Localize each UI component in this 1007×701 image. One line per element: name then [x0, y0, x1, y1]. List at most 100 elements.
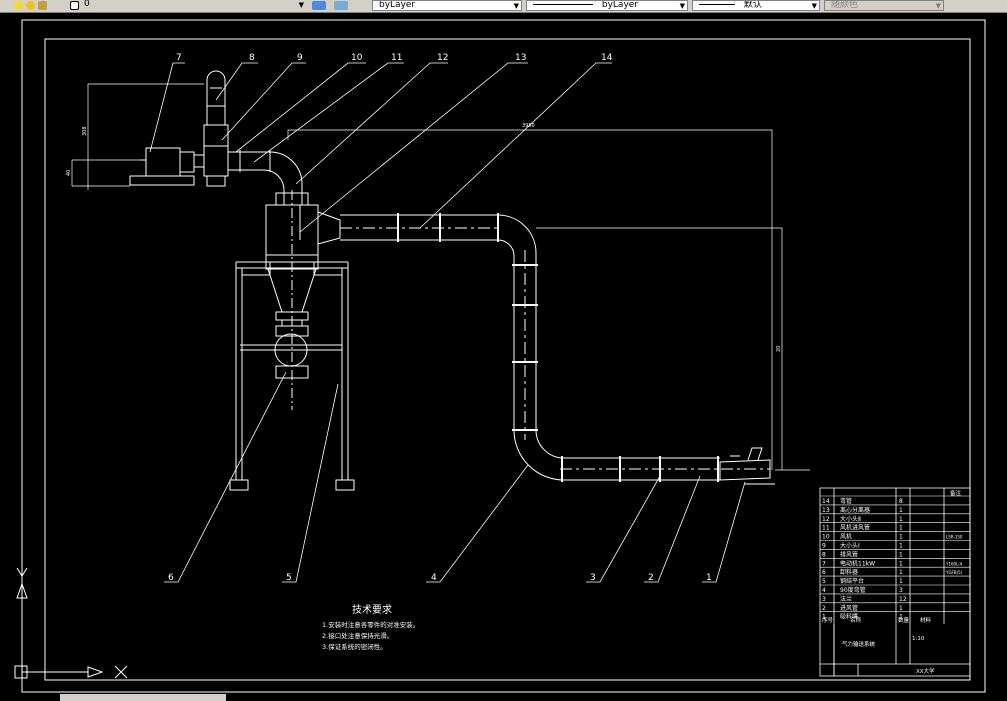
layer-dropdown[interactable]: 0 ▼ [82, 0, 306, 11]
drawing-border [44, 38, 971, 681]
color-control-value: byLayer [379, 0, 416, 10]
leader-label: 4 [431, 573, 437, 583]
bom-cell-qty: 1 [899, 543, 903, 550]
leader-lines-bottom [164, 371, 746, 583]
layer-color-icon[interactable] [70, 1, 79, 10]
bom-cell-no: 3 [822, 596, 826, 603]
chevron-down-icon[interactable]: ▼ [811, 2, 817, 10]
tech-note-item: 3.保证系统的密闭性。 [322, 642, 387, 651]
suction-nozzle [719, 447, 775, 485]
bom-cell-name: 钢结平台 [840, 577, 864, 585]
bom-cell-name: 弯管 [840, 497, 852, 505]
bom-header-no: 序号 [822, 616, 834, 624]
lock-icon[interactable] [38, 1, 47, 10]
bom-cell-qty: 1 [899, 569, 903, 576]
bom-cell-name: 电动机11kW [840, 559, 875, 567]
lineweight-control-value: 默认 [743, 0, 762, 10]
bom-header-note: 备注 [950, 489, 962, 497]
layer-tool-icon[interactable] [312, 1, 326, 10]
bom-cell-name: 离心分离器 [840, 506, 870, 514]
cad-toolbar: 0 ▼ byLayer ▼ byLayer ▼ 默认 ▼ 随颜色 ▼ [0, 0, 1007, 13]
leader-label: 2 [648, 573, 654, 583]
bom-cell-qty: 1 [899, 614, 903, 621]
bom-cell-qty: 3 [899, 587, 903, 594]
dimension-lines [71, 83, 810, 471]
bom-cell-qty: 1 [899, 534, 903, 541]
bom-table [819, 487, 971, 677]
plotstyle-control-value: 随颜色 [831, 0, 859, 10]
sun-icon[interactable] [26, 1, 35, 10]
outer-frame [21, 19, 986, 693]
bom-cell-qty: 1 [899, 605, 903, 612]
leader-label: 1 [706, 573, 712, 583]
bom-cell-name: 排风管 [840, 550, 858, 558]
bom-cell-no: 11 [822, 525, 830, 532]
leader-label: 8 [249, 53, 255, 63]
motor [129, 147, 205, 186]
exhaust-pipe [206, 70, 226, 125]
lineweight-control[interactable]: 默认 ▼ [692, 0, 820, 11]
leader-label: 10 [351, 53, 363, 63]
bom-cell-qty: 1 [899, 560, 903, 567]
rotary-valve [240, 325, 342, 379]
bom-cell-no: 4 [822, 587, 826, 594]
leader-label: 6 [168, 573, 174, 583]
tech-notes-title: 技术要求 [352, 603, 392, 616]
leader-lines-top [149, 62, 612, 233]
drawing-name: 气力输送系统 [842, 640, 876, 648]
dimension-value: 20 [776, 346, 782, 352]
chevron-down-icon[interactable]: ▼ [679, 2, 685, 10]
bom-cell-qty: 1 [899, 516, 903, 523]
bom-cell-no: 7 [822, 560, 826, 567]
technical-notes: 技术要求 1.安装时注意各零件的对准安装。 2.接口处注意保持光滑。 3.保证系… [322, 603, 419, 651]
dimension-value: 308 [82, 126, 88, 136]
linetype-sample [533, 4, 593, 5]
bom-header-material: 材料 [920, 616, 932, 624]
bom-cell-name: 吸料嘴 [840, 613, 858, 621]
lineweight-sample [699, 4, 735, 5]
layer-stack-icon[interactable] [334, 1, 348, 10]
bom-header-qty: 数量 [898, 616, 910, 624]
leader-label: 12 [437, 53, 448, 63]
leader-label: 3 [590, 573, 596, 583]
bom-cell-name: 风机 [840, 533, 852, 541]
linetype-control[interactable]: byLayer ▼ [526, 0, 688, 11]
plotstyle-control[interactable]: 随颜色 ▼ [824, 0, 944, 11]
steel-platform [229, 261, 355, 491]
ucs-icon [14, 567, 128, 679]
bom-header-name: 名称 [850, 616, 862, 624]
bom-cell-note: YGFB(5) [945, 570, 963, 575]
bom-cell-no: 1 [822, 614, 826, 621]
bom-cell-no: 10 [822, 534, 830, 541]
bom-cell-qty: 8 [899, 498, 903, 505]
bom-cell-no: 9 [822, 543, 826, 550]
bom-cell-name: 进风管 [840, 604, 858, 612]
bom-cell-no: 2 [822, 605, 826, 612]
bom-cell-no: 6 [822, 569, 826, 576]
bom-cell-name: 法兰 [840, 595, 852, 603]
leader-label: 13 [515, 53, 526, 63]
bom-cell-name: 大小头Ⅰ [840, 542, 860, 550]
bom-cell-qty: 1 [899, 578, 903, 585]
bom-cell-no: 5 [822, 578, 826, 585]
chevron-down-icon[interactable]: ▼ [513, 2, 519, 10]
bom-cell-qty: 1 [899, 507, 903, 514]
leader-labels: 7 8 9 10 11 12 13 14 6 5 4 3 2 1 [168, 53, 712, 583]
chevron-down-icon[interactable]: ▼ [298, 1, 304, 9]
color-control[interactable]: byLayer ▼ [372, 0, 522, 11]
layout-tabs[interactable] [60, 694, 226, 701]
lightbulb-icon[interactable] [14, 1, 23, 10]
tech-note-item: 1.安装时注意各零件的对准安装。 [322, 620, 419, 629]
fan-inlet-pipe [228, 150, 303, 205]
dimension-value: 3950 [522, 123, 535, 129]
drawing-scale: 1:10 [912, 636, 925, 642]
leader-label: 5 [286, 573, 292, 583]
bom-cell-name: 90度弯管 [840, 586, 866, 594]
leader-label: 7 [176, 53, 182, 63]
dimension-text: 3950 308 40 20 [66, 123, 782, 352]
bom-cell-name: 卸料器 [840, 568, 858, 576]
bom-cell-no: 12 [822, 516, 830, 523]
layer-value: 0 [84, 0, 90, 9]
